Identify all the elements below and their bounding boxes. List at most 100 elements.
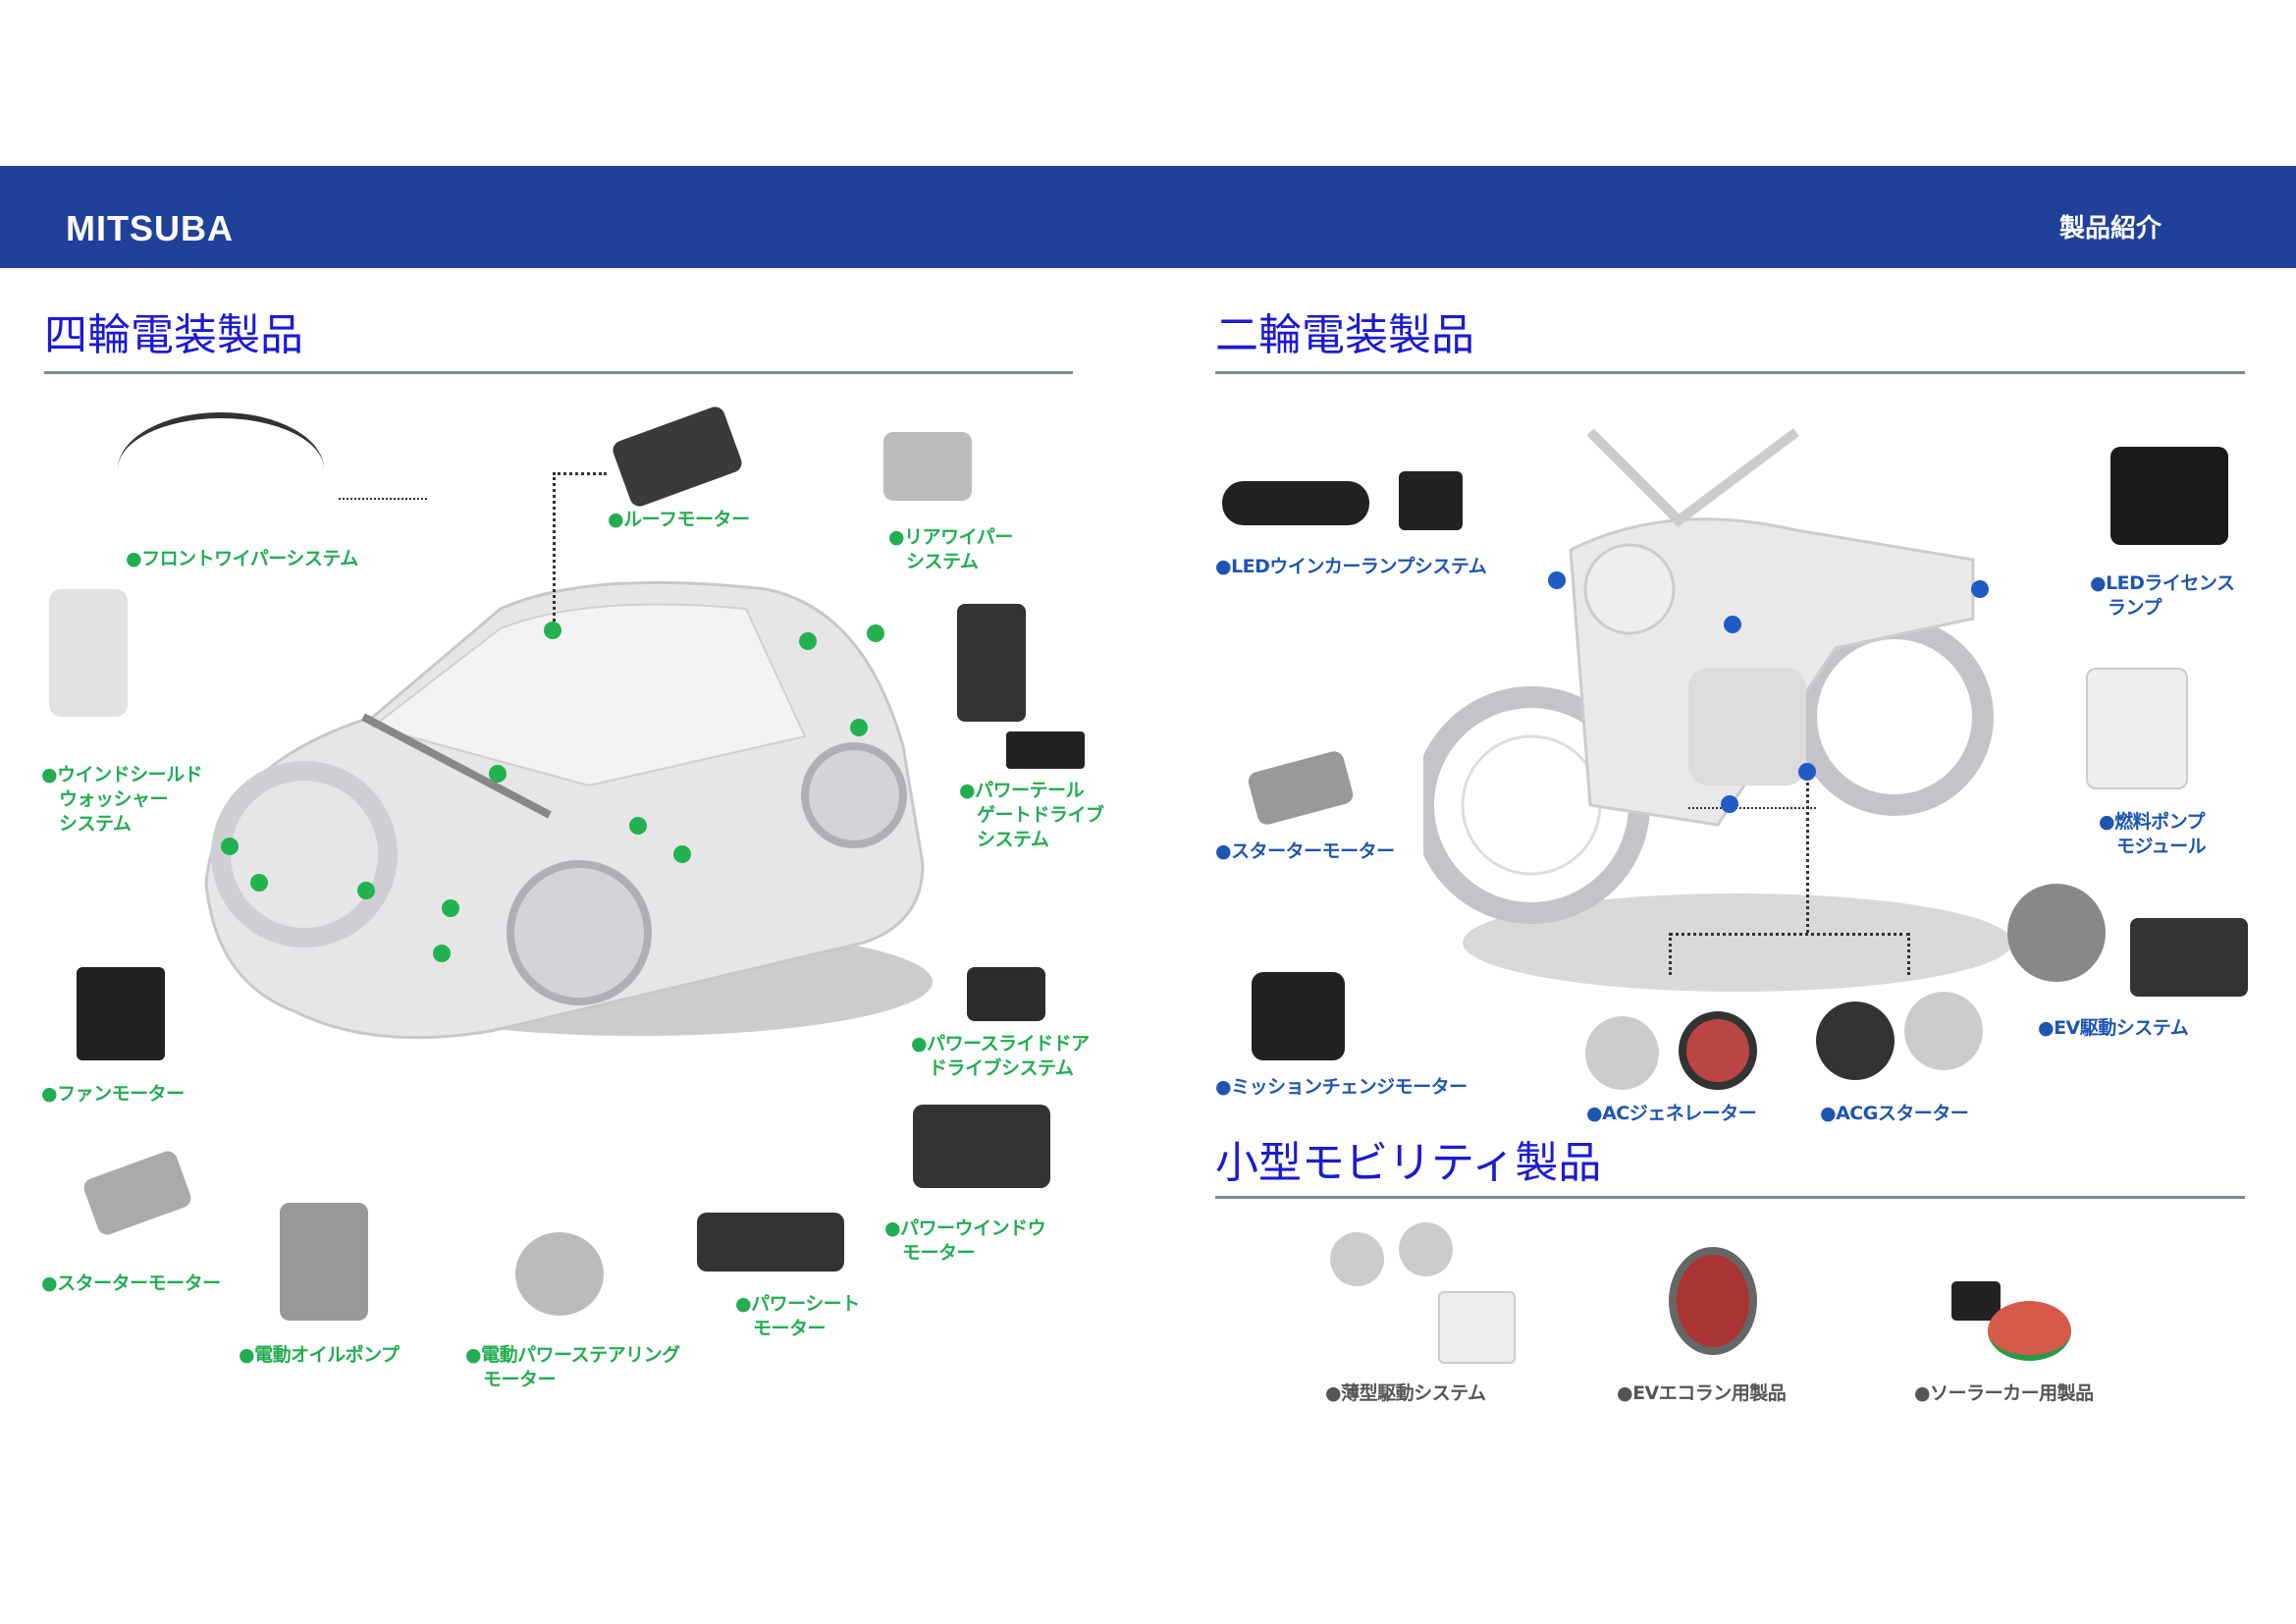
callout-dot [799,632,817,650]
label-rear-wiper: ●リアワイパーシステム [888,525,1013,574]
callout-dot [250,874,268,892]
label-starter-motor: ●スターターモーター [41,1272,221,1296]
ac-rotor-image [1585,1016,1659,1090]
label-text: ゲートドライブ [977,804,1104,826]
solar-motor-image [1988,1301,2071,1361]
callout-dot [357,882,375,899]
label-solar-car: ●ソーラーカー用製品 [1914,1381,2094,1406]
power-window-motor-image [913,1105,1050,1188]
tailgate-ecu-image [1006,731,1085,769]
starter-motor-2w-image [1246,748,1356,828]
thin-controller-image [1438,1291,1516,1364]
label-ac-generator: ●ACジェネレーター [1586,1102,1757,1126]
label-text: ●ACジェネレーター [1586,1103,1757,1124]
mitsuba-logo: MITSUBA [66,208,234,248]
thin-motor-image [1399,1222,1453,1276]
callout-dot [1724,616,1741,633]
ev-controller-image [2130,918,2248,997]
label-text: ●EV駆動システム [2038,1017,2189,1039]
label-text: システム [906,551,979,572]
header-bar [0,166,2296,268]
tailgate-drive-image [957,604,1026,722]
fan-motor-image [77,967,165,1060]
label-roof-motor: ●ルーフモーター [608,508,750,532]
label-text: ●ファンモーター [41,1083,185,1105]
label-text: ●ルーフモーター [608,509,750,530]
label-text: ●フロントワイパーシステム [126,548,358,569]
label-text: ●EVエコラン用製品 [1617,1382,1787,1404]
callout-dot [673,845,691,863]
callout-dot [489,765,507,783]
callout-dot [1721,795,1738,813]
four-wheel-title: 四輪電装製品 [44,310,303,360]
label-text: ランプ [2108,597,2162,619]
label-text: ●パワーウインドウ [884,1218,1046,1239]
eps-motor-image [515,1232,604,1316]
winker-relay-image [1399,471,1463,530]
mission-motor-image [1252,972,1345,1060]
label-ev-drive: ●EV駆動システム [2038,1016,2189,1041]
label-led-winker: ●LEDウインカーランプシステム [1215,555,1487,579]
label-text: ウォッシャー [59,788,169,810]
label-fuel-pump: ●燃料ポンプモジュール [2099,810,2207,859]
acg-rotor-image [1904,992,1983,1070]
label-fan-motor: ●ファンモーター [41,1082,185,1107]
callout-dot [1548,571,1566,589]
ac-stator-image [1679,1011,1757,1090]
label-text: ●LEDライセンス [2090,572,2235,594]
callout-dot [442,899,459,917]
callout-dot [221,838,239,855]
oil-pump-image [280,1203,368,1321]
label-power-tailgate: ●パワーテールゲートドライブシステム [959,779,1104,852]
car-illustration [204,580,933,1040]
label-text: ●電動パワーステアリング [465,1344,680,1366]
label-acg-starter: ●ACGスターター [1820,1102,1969,1126]
washer-tank-image [49,589,128,717]
roof-motor-image [610,404,745,510]
leader-line [553,472,607,632]
power-seat-motor-image [697,1213,844,1272]
starter-motor-image [80,1148,194,1238]
label-eps-motor: ●電動パワーステアリングモーター [465,1343,680,1392]
label-text: ●ミッションチェンジモーター [1215,1076,1468,1098]
label-led-license-lamp: ●LEDライセンスランプ [2090,571,2235,621]
label-front-wiper: ●フロントワイパーシステム [126,547,358,571]
label-power-window: ●パワーウインドウモーター [884,1217,1046,1266]
label-text: ●パワーテール [959,780,1085,801]
label-windshield-washer: ●ウインドシールドウォッシャーシステム [41,763,203,837]
label-text: システム [59,813,132,835]
solar-controller-image [1951,1281,2001,1321]
label-starter-motor-2w: ●スターターモーター [1215,839,1395,864]
label-mission-change-motor: ●ミッションチェンジモーター [1215,1075,1468,1100]
label-text: ●パワースライドドア [911,1033,1090,1055]
label-text: ●スターターモーター [41,1272,221,1294]
led-winker-image [1222,481,1369,525]
fuel-pump-image [2086,668,2188,789]
leader-line [1688,807,1816,809]
label-power-slide-door: ●パワースライドドアドライブシステム [911,1032,1090,1081]
label-text: モジュール [2116,836,2207,857]
label-text: ●薄型駆動システム [1325,1382,1486,1404]
ev-ecorun-motor-image [1669,1247,1757,1355]
leader-line [339,498,427,500]
license-lamp-image [2110,447,2228,545]
callout-dot [544,622,561,639]
callout-dot [629,817,647,835]
label-text: ●リアワイパー [888,526,1013,548]
callout-dot [867,624,884,642]
ev-motor-image [2007,884,2106,982]
label-text: ●電動オイルポンプ [239,1344,400,1366]
label-text: モーター [902,1242,976,1264]
label-text: モーター [753,1318,827,1339]
label-text: ●燃料ポンプ [2099,811,2206,833]
front-wiper-image [118,412,324,526]
label-text: モーター [483,1369,557,1390]
label-electric-oil-pump: ●電動オイルポンプ [239,1343,400,1368]
divider [1215,371,2245,374]
label-power-seat: ●パワーシートモーター [735,1292,860,1341]
slide-door-image [967,967,1045,1021]
label-text: ●パワーシート [735,1293,860,1315]
header-title: 製品紹介 [2059,214,2163,244]
label-text: ●ソーラーカー用製品 [1914,1382,2094,1404]
small-mobility-title: 小型モビリティ製品 [1215,1138,1602,1188]
